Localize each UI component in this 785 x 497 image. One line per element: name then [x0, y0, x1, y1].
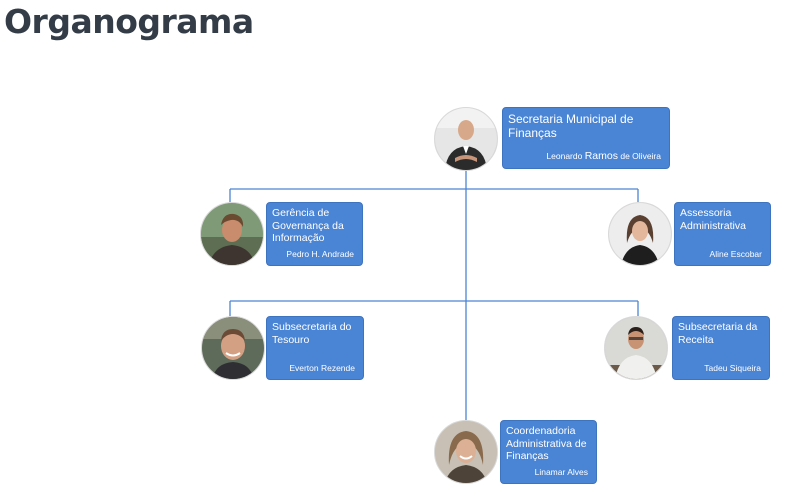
org-box-title: Subsecretaria do Tesouro [272, 321, 352, 346]
avatar-assessoria[interactable] [608, 202, 672, 266]
org-box-coordenadoria[interactable]: Coordenadoria Administrativa de Finanças… [500, 420, 597, 484]
org-box-name: Everton Rezende [289, 363, 355, 373]
org-box-name: Leonardo Ramos de Oliveira [546, 150, 661, 162]
person-photo-icon [435, 108, 497, 170]
org-box-name: Linamar Alves [534, 467, 588, 477]
org-box-governanca[interactable]: Gerência de Governança da Informação Ped… [266, 202, 363, 266]
org-box-name: Tadeu Siqueira [704, 363, 761, 373]
org-box-receita[interactable]: Subsecretaria da Receita Tadeu Siqueira [672, 316, 770, 380]
org-box-tesouro[interactable]: Subsecretaria do Tesouro Everton Rezende [266, 316, 364, 380]
org-box-title: Subsecretaria da Receita [678, 321, 758, 346]
org-box-title: Secretaria Municipal de Finanças [508, 112, 634, 140]
org-box-name: Aline Escobar [709, 249, 762, 259]
person-photo-icon [201, 203, 263, 265]
org-box-name: Pedro H. Andrade [286, 249, 354, 259]
org-box-title: Assessoria Administrativa [680, 207, 746, 232]
avatar-tesouro[interactable] [201, 316, 265, 380]
avatar-governanca[interactable] [200, 202, 264, 266]
avatar-receita[interactable] [604, 316, 668, 380]
person-photo-icon [605, 317, 667, 379]
person-photo-icon [435, 421, 497, 483]
avatar-root[interactable] [434, 107, 498, 171]
org-box-title: Gerência de Governança da Informação [272, 207, 344, 244]
org-box-root[interactable]: Secretaria Municipal de Finanças Leonard… [502, 107, 670, 169]
org-box-assessoria[interactable]: Assessoria Administrativa Aline Escobar [674, 202, 771, 266]
person-photo-icon [202, 317, 264, 379]
page-title: Organograma [4, 2, 254, 41]
org-box-title: Coordenadoria Administrativa de Finanças [506, 425, 587, 462]
person-photo-icon [609, 203, 671, 265]
avatar-coordenadoria[interactable] [434, 420, 498, 484]
